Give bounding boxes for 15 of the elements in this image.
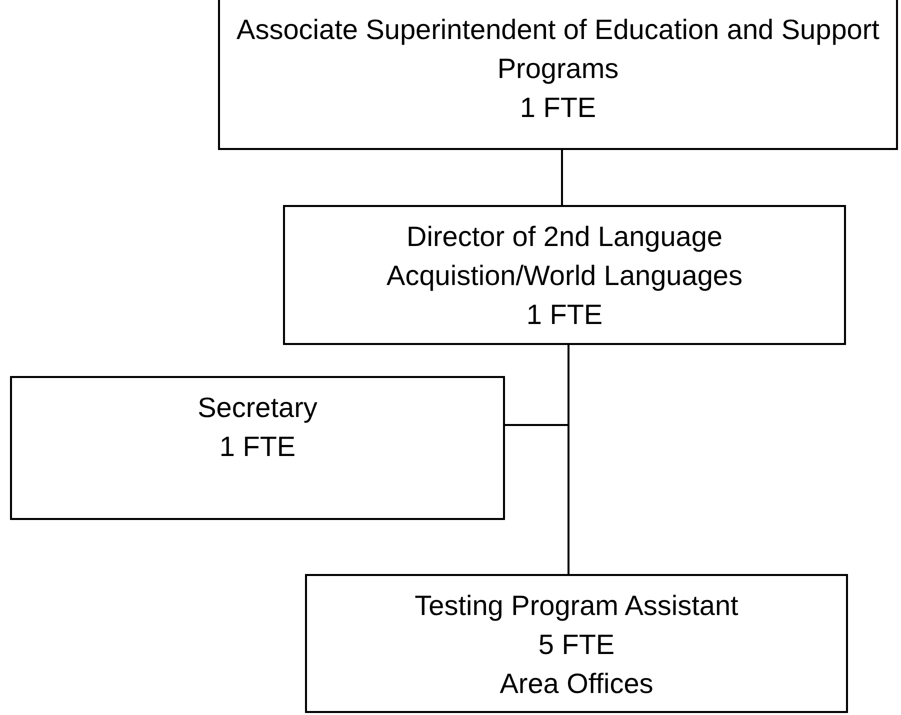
- position-detail: 1 FTE: [219, 430, 296, 464]
- position-title: Testing Program Assistant: [414, 589, 738, 623]
- org-box: [10, 376, 505, 520]
- position-detail: 1 FTE: [520, 91, 596, 125]
- position-detail: Area Offices: [500, 667, 654, 701]
- org-box: [218, 0, 898, 150]
- connector-line: [568, 345, 570, 574]
- org-box: [305, 574, 848, 713]
- position-detail: 1 FTE: [526, 298, 603, 332]
- position-detail: 5 FTE: [538, 628, 615, 662]
- position-title: Associate Superintendent of Education and Support Programs: [236, 13, 880, 86]
- position-title: Director of 2nd Language Acquistion/World Languages: [386, 220, 744, 293]
- position-title: Secretary: [198, 391, 318, 425]
- connector-line: [561, 150, 563, 205]
- org-box: [283, 205, 846, 345]
